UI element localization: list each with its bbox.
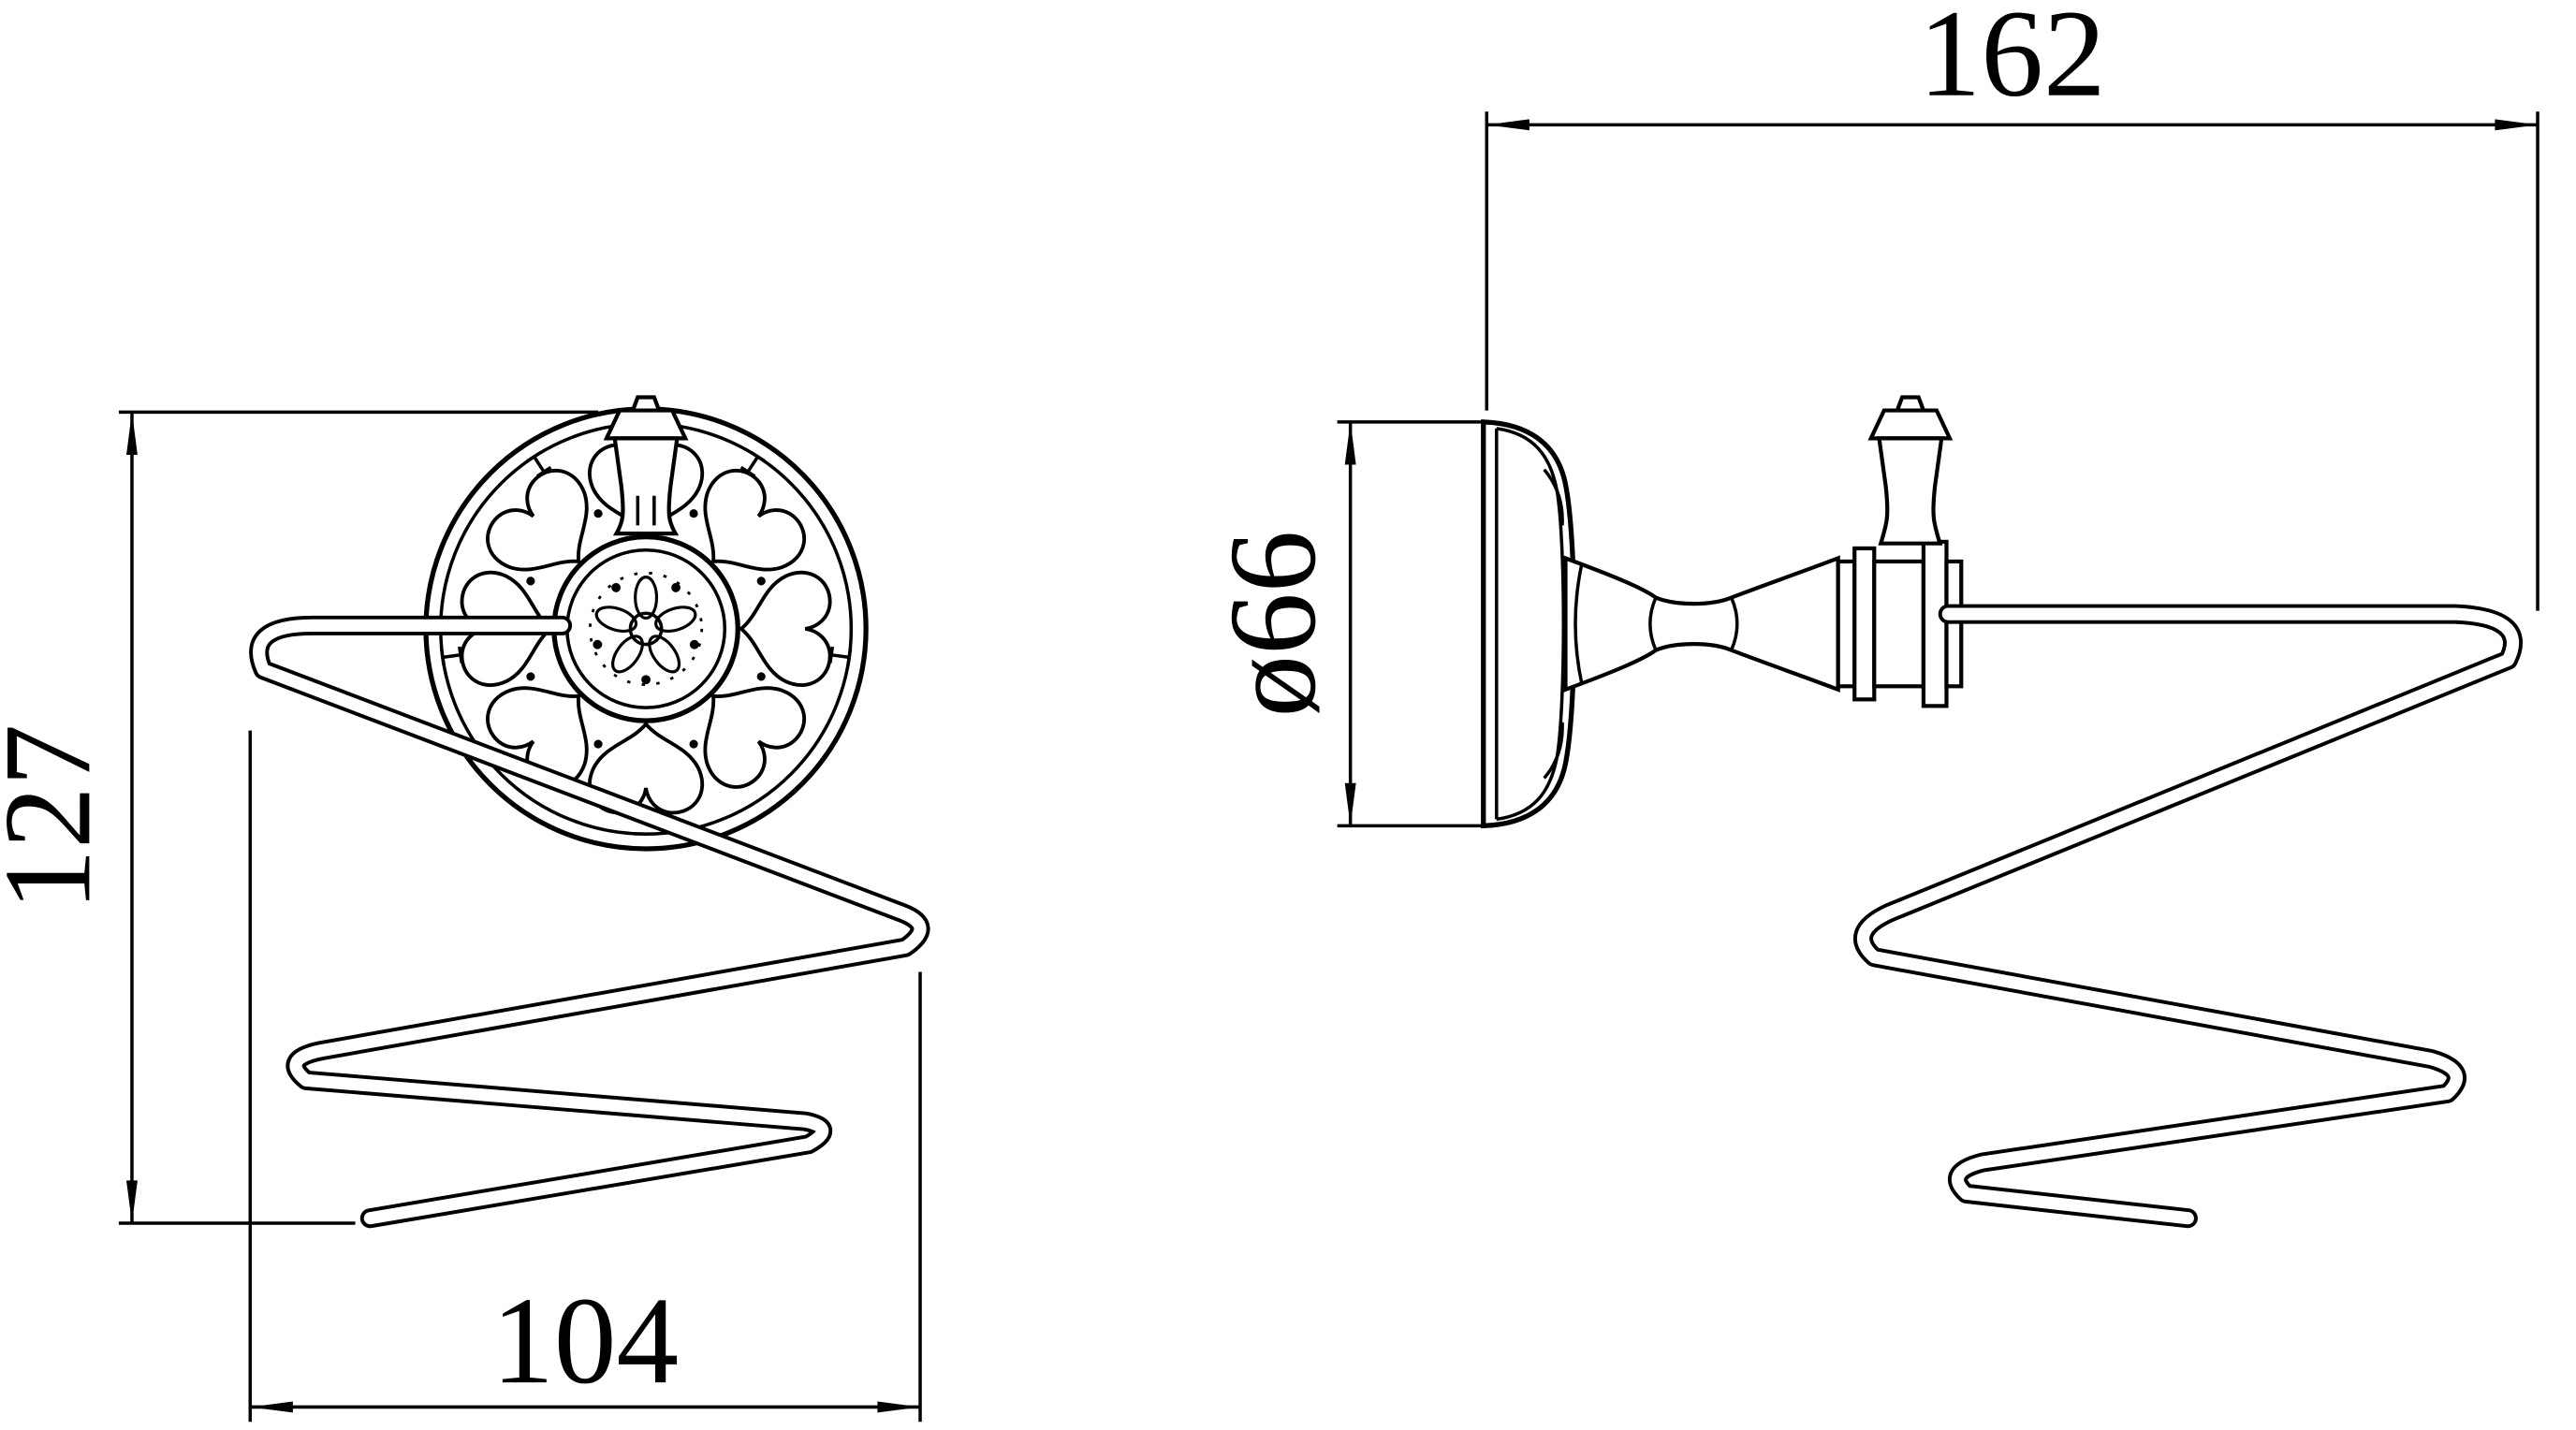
mounting-cap-front — [603, 395, 689, 536]
cap-knob — [603, 408, 689, 441]
side-view — [1481, 395, 2523, 1229]
hub-flower-dashed-ring — [589, 571, 704, 686]
hub-flower-petals — [594, 576, 697, 674]
front-view — [249, 395, 930, 1229]
spiral-wire-front — [249, 615, 930, 1229]
collar-ring-4 — [1944, 559, 1964, 689]
hub-flower-dots — [593, 582, 699, 685]
dimension-label-front-width: 104 — [491, 1271, 679, 1409]
post-neck-rings — [1573, 562, 1739, 685]
dimension-front-width: 104 — [248, 730, 922, 1423]
spiral-wire-side — [1853, 604, 2523, 1229]
rosette-curl-dots — [526, 509, 766, 749]
cap-body — [612, 436, 680, 536]
dimension-label-front-height: 127 — [0, 724, 116, 912]
flange-scallop-detail — [1543, 468, 1564, 780]
hub-outer-circle — [551, 534, 740, 723]
flange-side — [1481, 419, 1577, 829]
spiral-wire-side-core — [1857, 607, 2519, 1225]
dimension-side-width: 162 — [1485, 0, 2539, 611]
dimension-label-flange-diameter: ø66 — [1203, 531, 1341, 718]
post-side — [1563, 555, 1840, 693]
collar-ring-3 — [1921, 539, 1949, 708]
collar-side — [1836, 539, 1964, 708]
hub-flower — [589, 571, 704, 686]
flange-dome-line — [1496, 427, 1566, 822]
cap-body-detail — [636, 495, 656, 526]
collar-ring-1 — [1836, 559, 1857, 689]
spiral-wire-front-core — [253, 619, 927, 1225]
dimension-label-side-width: 162 — [1919, 0, 2106, 123]
post-profile — [1563, 555, 1840, 693]
mounting-cap-side — [1867, 395, 1954, 546]
dimension-front-height: 127 — [0, 410, 599, 1225]
dimension-flange-diameter: ø66 — [1203, 420, 1487, 828]
collar-ring-2 — [1852, 546, 1877, 702]
cap-knob — [1867, 408, 1954, 441]
cap-body — [1877, 436, 1944, 546]
collar-body — [1872, 559, 1926, 689]
